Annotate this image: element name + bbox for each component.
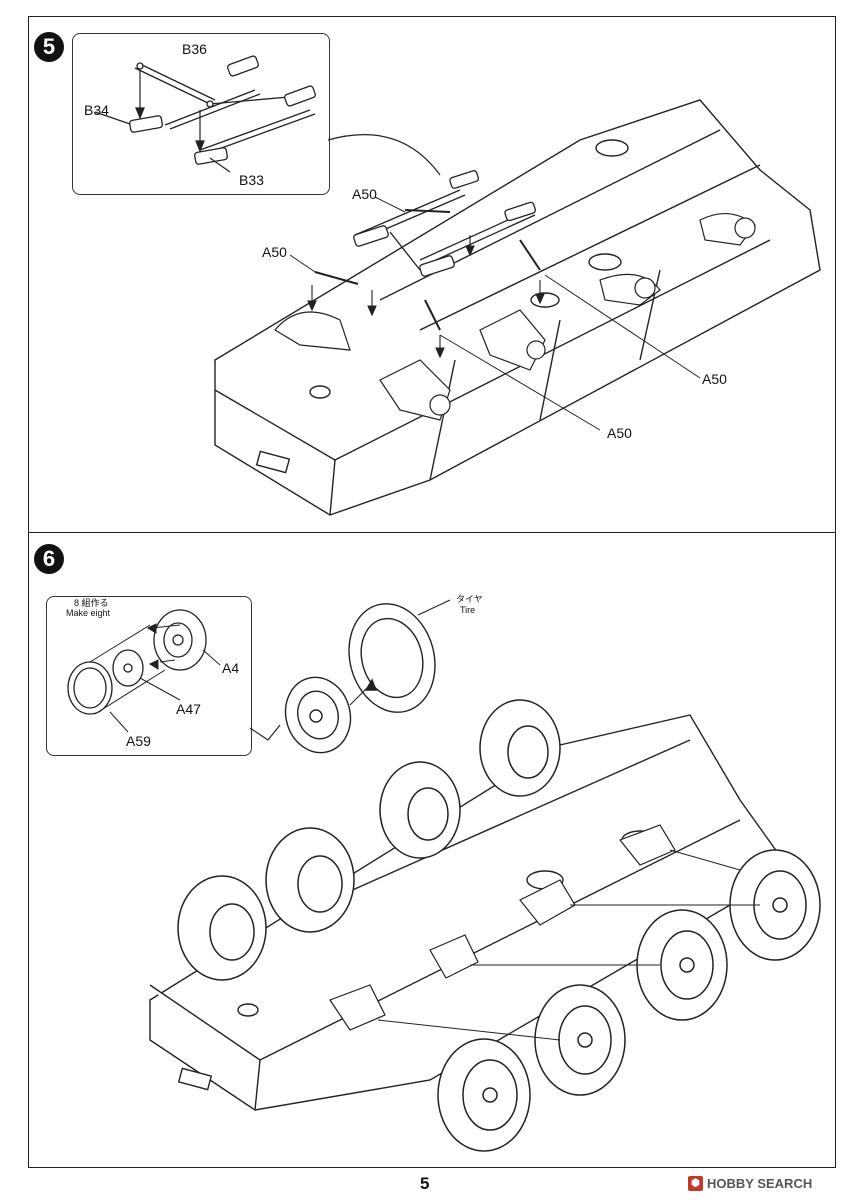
label-b33: B33 — [239, 172, 264, 188]
step-5-leader-lines — [289, 196, 701, 431]
watermark: ⬢ HOBBY SEARCH — [688, 1176, 812, 1191]
label-a47: A47 — [176, 701, 201, 717]
step-6-wheels — [177, 699, 821, 1152]
label-a50-top: A50 — [352, 186, 377, 202]
label-a4: A4 — [222, 660, 240, 676]
label-b36: B36 — [182, 41, 207, 57]
inset-callout-line — [327, 134, 441, 176]
label-a50-right: A50 — [702, 371, 727, 387]
step-6-badge: 6 — [34, 544, 64, 574]
tire-label-jp: タイヤ — [456, 594, 483, 604]
label-a50-bottom: A50 — [607, 425, 632, 441]
tire-label-en: Tire — [460, 605, 476, 615]
step-5-a50-parts — [314, 170, 541, 331]
label-a50-left: A50 — [262, 244, 287, 260]
wheel-front-right-1 — [534, 984, 626, 1096]
step-5-assembly-arrows — [307, 235, 545, 359]
page-number: 5 — [420, 1174, 430, 1193]
wheel-rear-right-1 — [729, 849, 821, 961]
watermark-text: HOBBY SEARCH — [707, 1176, 813, 1191]
tire-assembly — [284, 599, 451, 754]
label-a59: A59 — [126, 733, 151, 749]
wheel-rear-right-2 — [636, 909, 728, 1021]
inset-parts-b33-b34-b36 — [129, 55, 316, 165]
wheel-rear-left-2 — [379, 761, 461, 859]
inset-note-jp: 8 組作る — [74, 598, 109, 608]
hobby-search-logo-icon: ⬢ — [688, 1176, 703, 1191]
inset-note-en: Make eight — [66, 608, 111, 618]
inset-callout-tail — [249, 724, 281, 741]
step-6-inset — [46, 596, 252, 756]
wheel-front-left-1 — [265, 827, 355, 933]
label-b34: B34 — [84, 102, 109, 118]
wheel-front-right-2 — [437, 1038, 531, 1152]
step-6-assembly-lines — [377, 849, 760, 1041]
step-5-inset — [72, 33, 330, 195]
step-5-suspension — [274, 213, 756, 421]
wheel-rear-left-1 — [479, 699, 561, 797]
step-5-badge: 5 — [34, 32, 64, 62]
step-5-chassis — [214, 99, 821, 516]
step-6-hubs — [329, 824, 676, 1031]
wheel-front-left-2 — [177, 875, 267, 981]
inset-wheel-parts — [67, 609, 207, 715]
